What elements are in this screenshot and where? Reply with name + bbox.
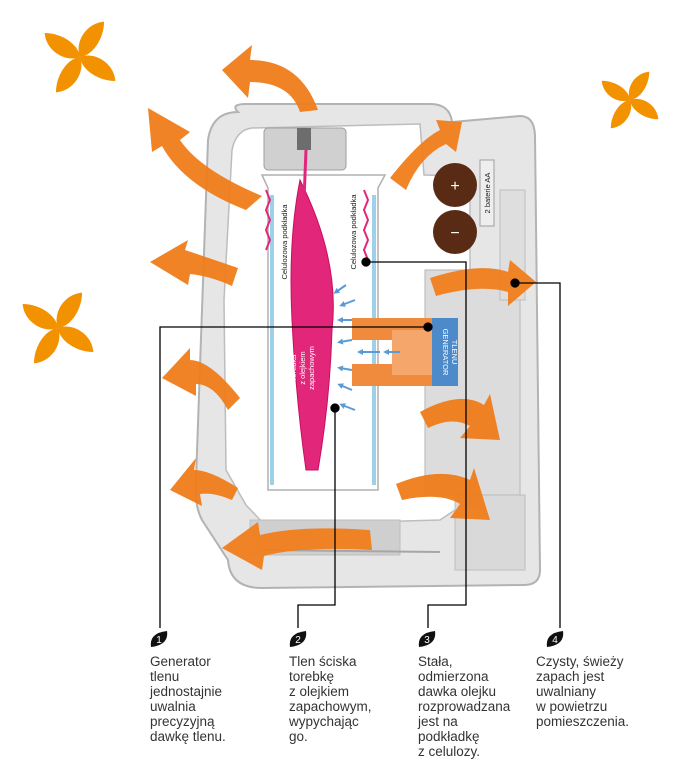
svg-text:4: 4	[552, 635, 558, 646]
bag-label-2: z olejkiem	[298, 351, 307, 384]
step-3-text: Stała, odmierzona dawka olejku rozprowad…	[418, 654, 510, 759]
step-4-text: Czysty, świeży zapach jest uwalniany w p…	[536, 654, 629, 729]
pad-label-left: Celulozowa podkładka	[280, 204, 289, 280]
step-2-text: Tlen ściska torebkę z olejkiem zapachowy…	[289, 654, 372, 744]
battery-label: 2 baterie AA	[483, 173, 492, 214]
pad-label-right: Celulozowa podkładka	[349, 194, 358, 270]
fragrance-bottle	[262, 128, 385, 490]
generator-label-2: TLENU	[450, 340, 459, 365]
svg-text:2: 2	[295, 635, 301, 646]
leaf-badge-icon: 1	[148, 628, 170, 650]
bag-label-3: zapachowym	[307, 346, 316, 390]
flower-icon	[598, 68, 662, 132]
minus-icon: −	[450, 225, 459, 242]
generator-label-1: GENERATOR	[441, 329, 450, 376]
leaf-badge-icon: 2	[287, 628, 309, 650]
plus-icon: +	[450, 178, 459, 195]
flower-icon	[40, 17, 120, 97]
flower-icon	[18, 288, 98, 368]
step-1-text: Generator tlenu jednostajnie uwalnia pre…	[150, 654, 226, 744]
leaf-badge-icon: 4	[544, 628, 566, 650]
leaf-badge-icon: 3	[416, 628, 438, 650]
bag-label-1: Torebka	[289, 354, 298, 382]
svg-text:1: 1	[156, 635, 162, 646]
svg-text:3: 3	[424, 635, 430, 646]
